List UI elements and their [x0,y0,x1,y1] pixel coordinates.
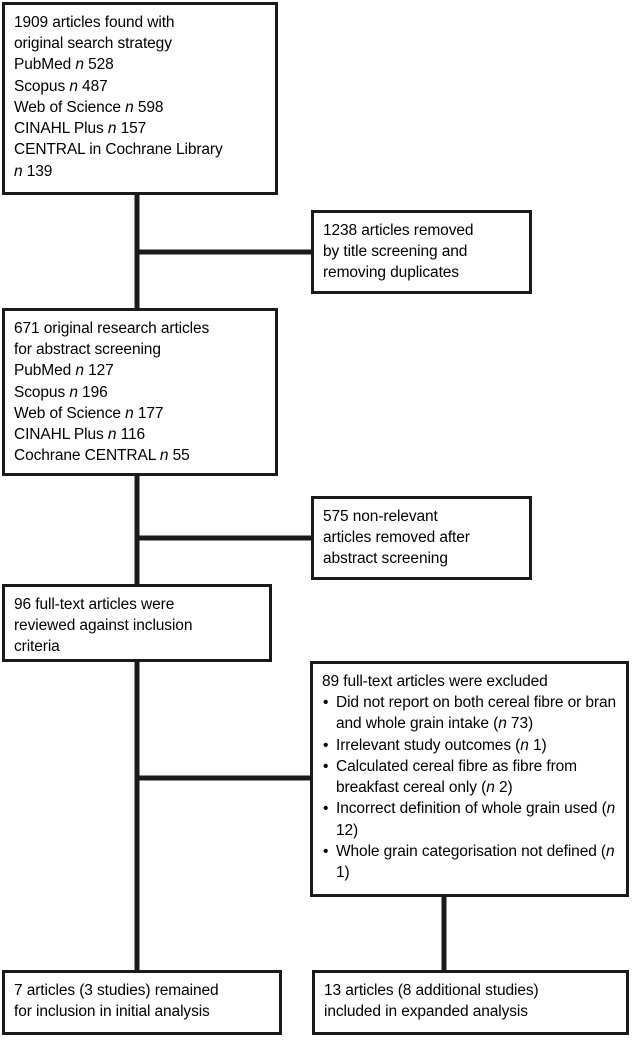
identification-box: 1909 articles found with original search… [2,2,278,195]
abstract-screening-removed-text: 575 non-relevant articles removed after … [323,508,470,568]
list-item: Calculated cereal fibre as fibre from br… [322,756,617,798]
expanded-analysis-box: 13 articles (8 additional studies) inclu… [312,970,629,1035]
identification-box-text: 1909 articles found with original search… [14,14,223,180]
list-item: Irrelevant study outcomes (n 1) [322,735,617,756]
fulltext-excluded-heading: 89 full-text articles were excluded [322,673,548,690]
initial-analysis-text: 7 articles (3 studies) remained for incl… [14,982,219,1021]
title-screening-removed-box: 1238 articles removed by title screening… [311,210,532,294]
abstract-screening-box-text: 671 original research articles for abstr… [14,320,210,465]
fulltext-excluded-box: 89 full-text articles were excluded Did … [310,661,629,897]
list-item: Incorrect definition of whole grain used… [322,798,617,840]
list-item: Whole grain categorisation not defined (… [322,841,617,883]
list-item: Did not report on both cereal fibre or b… [322,692,617,734]
initial-analysis-box: 7 articles (3 studies) remained for incl… [2,970,282,1035]
fulltext-reviewed-text: 96 full-text articles were reviewed agai… [14,596,193,656]
expanded-analysis-text: 13 articles (8 additional studies) inclu… [324,982,539,1021]
title-screening-removed-text: 1238 articles removed by title screening… [323,222,474,282]
abstract-screening-box: 671 original research articles for abstr… [2,308,278,476]
fulltext-excluded-reason-list: Did not report on both cereal fibre or b… [322,692,617,883]
fulltext-reviewed-box: 96 full-text articles were reviewed agai… [2,584,272,662]
abstract-screening-removed-box: 575 non-relevant articles removed after … [311,496,532,580]
